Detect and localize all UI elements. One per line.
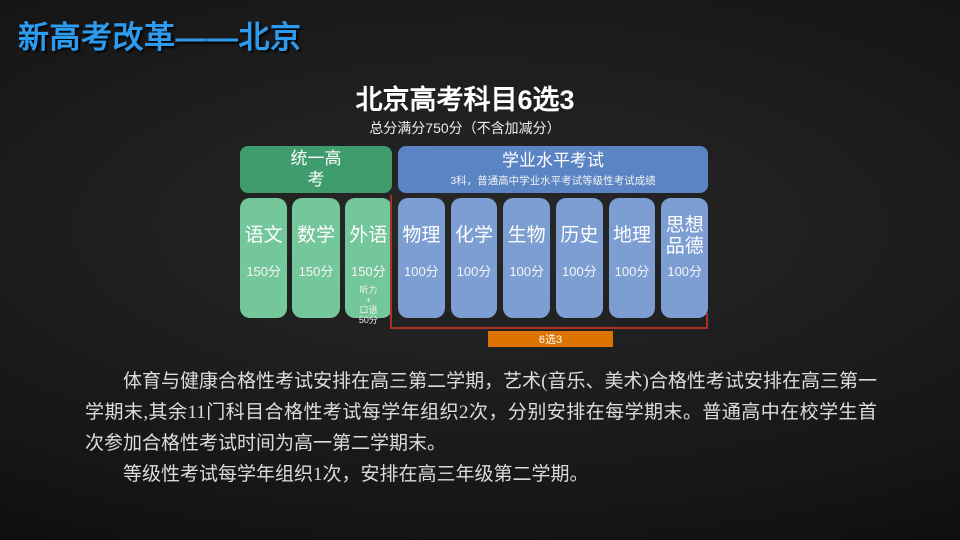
subject-score: 150分 (350, 264, 386, 279)
subject-name: 外语 (349, 225, 388, 247)
subject-card-huaxue: 化学 100分 (450, 198, 498, 318)
subject-score: 100分 (509, 264, 545, 279)
subject-card-shuxue: 数学 150分 (292, 198, 340, 318)
slide-title: 新高考改革——北京 (18, 20, 302, 55)
subject-card-dili: 地理 100分 (608, 198, 656, 318)
subject-card-wuli: 物理 100分 (398, 198, 445, 318)
subject-score: 100分 (403, 264, 439, 279)
subject-score: 100分 (562, 264, 597, 279)
subject-name: 语文 (244, 225, 283, 247)
subject-name: 历史 (560, 225, 599, 247)
group-divider-line (390, 195, 392, 314)
subject-name: 地理 (613, 225, 652, 247)
academic-level-exam-columns: 物理 100分 化学 100分 生物 100分 历史 100分 地理 100分 … (398, 198, 709, 318)
subject-extra-note: 听力 + 口语 50分 (358, 285, 378, 326)
unified-exam-columns: 语文 150分 数学 150分 外语 150分 听力 + 口语 50分 (240, 198, 392, 325)
subject-name: 物理 (402, 225, 441, 247)
subject-card-sixiangpinde: 思想品德 100分 (661, 198, 709, 318)
subject-card-waiyu: 外语 150分 听力 + 口语 50分 (344, 198, 392, 325)
unified-exam-header: 统一高考 (240, 146, 392, 193)
unified-exam-header-label: 统一高考 (290, 149, 342, 189)
diagram-subheading: 总分满分750分（不含加减分） (369, 120, 561, 136)
subject-score: 100分 (456, 264, 492, 279)
subject-score: 150分 (246, 264, 282, 279)
subject-name: 化学 (455, 225, 494, 247)
subject-score: 150分 (298, 264, 334, 279)
notes-block: 体育与健康合格性考试安排在高三第二学期，艺术(音乐、美术)合格性考试安排在高三第… (85, 366, 877, 490)
subject-name: 数学 (296, 225, 335, 247)
subject-card-yuwen: 语文 150分 (240, 198, 288, 318)
subject-card-shengwu: 生物 100分 (503, 198, 551, 318)
subject-score: 100分 (614, 264, 650, 279)
subject-card-lishi: 历史 100分 (556, 198, 603, 318)
academic-level-exam-header-sublabel: 3科，普通高中学业水平考试等级性考试成绩 (450, 174, 656, 187)
academic-level-exam-header: 学业水平考试 3科，普通高中学业水平考试等级性考试成绩 (398, 146, 708, 193)
academic-level-exam-group: 学业水平考试 3科，普通高中学业水平考试等级性考试成绩 物理 100分 化学 1… (398, 146, 709, 318)
choose-bracket (390, 313, 708, 329)
diagram-heading: 北京高考科目6选3 (355, 85, 575, 115)
choose-6-of-3-badge: 6选3 (488, 331, 613, 347)
unified-exam-group: 统一高考 语文 150分 数学 150分 外语 150分 听力 + 口语 50分 (240, 146, 392, 325)
notes-paragraph-2: 等级性考试每学年组织1次，安排在高三年级第二学期。 (123, 464, 589, 485)
academic-level-exam-header-label: 学业水平考试 (502, 151, 604, 171)
notes-paragraph-1: 体育与健康合格性考试安排在高三第二学期，艺术(音乐、美术)合格性考试安排在高三第… (85, 371, 877, 454)
subject-score: 100分 (667, 264, 703, 279)
subject-name: 思想品德 (665, 214, 704, 257)
subject-name: 生物 (507, 225, 546, 247)
